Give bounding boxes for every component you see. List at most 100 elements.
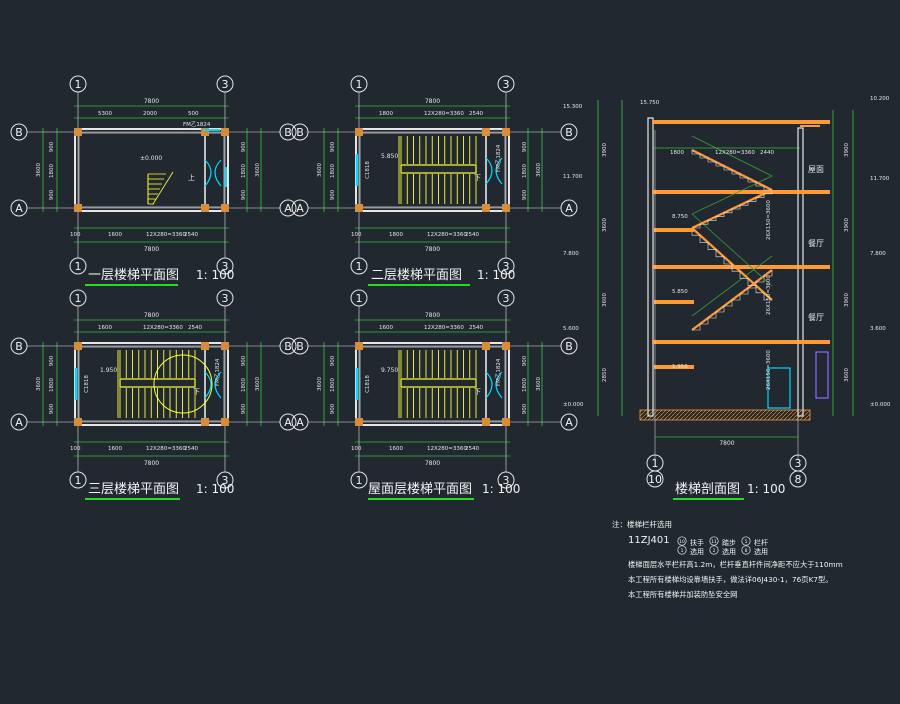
- stair-well: [400, 378, 477, 388]
- dim-bottom-total: 7800: [144, 460, 159, 467]
- dim-right: 1800: [241, 378, 247, 392]
- notes-line-2: 楼梯面层水平栏杆高1.2m，栏杆垂直杆件间净距不应大于110mm: [628, 560, 843, 569]
- dim-bottom: 2540: [184, 446, 198, 452]
- axis-bubble-left-a-circle: [291, 413, 309, 431]
- section-room-label: 餐厅: [808, 239, 824, 248]
- section-elevation-top: 15.750: [640, 100, 660, 106]
- column-2: [355, 204, 363, 212]
- notes-item-4: 选用: [722, 547, 736, 556]
- axis-bubble-top-1-circle: [69, 289, 87, 307]
- section-elevation-left: 7.800: [563, 251, 579, 257]
- notes-item-2: 选用: [690, 547, 704, 556]
- notes-line-3: 本工程所有楼梯均设靠墙扶手，做法详06J430-1，76页K7型。: [628, 575, 833, 584]
- axis-bubble-bottom-3-circle: [497, 257, 515, 275]
- dim-bottom: 1600: [108, 446, 122, 452]
- arrow-label: 下: [474, 174, 481, 182]
- dim-top-total: 7800: [425, 98, 440, 105]
- floor-slab-2: [652, 265, 830, 269]
- notes-item-1: 扶手: [690, 538, 704, 547]
- section-top-dim: 1800: [670, 150, 684, 156]
- column-0: [74, 128, 82, 136]
- foundation-slab: [639, 409, 811, 421]
- column-2: [74, 418, 82, 426]
- column-5: [482, 204, 490, 212]
- dim-left: 900: [49, 141, 55, 152]
- axis-bubble-left-b-circle: [10, 123, 28, 141]
- column-3: [502, 418, 510, 426]
- axis-bubble-left-a-circle: [291, 199, 309, 217]
- section-axis-bubble-3-label: 3: [795, 457, 802, 470]
- column-1: [502, 128, 510, 136]
- note-circle-number: 11: [711, 539, 717, 545]
- section-dim-right-label: 3900: [844, 143, 850, 157]
- dim-top: 12X280=3360: [143, 325, 183, 331]
- floor-slab-0: [652, 120, 830, 124]
- notes-item-3: 踏步: [722, 538, 736, 547]
- dim-right-total: 3600: [536, 377, 542, 391]
- dim-right: 900: [241, 189, 247, 200]
- landing-slab-2: [654, 365, 694, 369]
- dim-bottom: 2540: [465, 232, 479, 238]
- axis-bubble-left-b-label: B: [296, 126, 304, 139]
- section-dim-right-label: 3600: [844, 368, 850, 382]
- notes-item-5: 栏杆: [754, 538, 768, 547]
- dim-bottom: 12X280=3360: [427, 232, 467, 238]
- section-dim-right-label: 3900: [844, 293, 850, 307]
- axis-bubble-bottom-3-circle: [216, 257, 234, 275]
- plan-scale-2: 1: 100: [477, 268, 515, 282]
- dim-top: 2000: [143, 111, 157, 117]
- dim-bottom: 12X280=3360: [146, 446, 186, 452]
- axis-bubble-top-1-label: 1: [356, 78, 363, 91]
- door-swing: [485, 157, 493, 185]
- axis-bubble-right-b-circle: [560, 123, 578, 141]
- axis-bubble-bottom-1-circle: [69, 471, 87, 489]
- axis-bubble-bottom-1-label: 1: [75, 260, 82, 273]
- axis-bubble-left-b-label: B: [15, 126, 23, 139]
- dim-top: 12X280=3360: [424, 111, 464, 117]
- column-4: [482, 128, 490, 136]
- section-room-label: 餐厅: [808, 313, 824, 322]
- section-flight-dim: 26X150=3600: [766, 275, 772, 315]
- axis-bubble-right-b-label: B: [284, 340, 292, 353]
- door-swing: [214, 159, 222, 187]
- axis-bubble-right-b-label: B: [284, 126, 292, 139]
- dim-left-total: 3600: [36, 163, 42, 177]
- axis-bubble-top-1-circle: [350, 75, 368, 93]
- door-label: FM乙1824: [214, 358, 221, 386]
- dim-bottom-total: 7800: [144, 246, 159, 253]
- column-2: [355, 418, 363, 426]
- dim-left: 900: [330, 189, 336, 200]
- axis-bubble-left-a-label: A: [15, 202, 23, 215]
- dim-top: 1600: [379, 325, 393, 331]
- axis-bubble-top-3-label: 3: [503, 78, 510, 91]
- wall-inner-line: [78, 346, 225, 422]
- dim-top: 500: [188, 111, 199, 117]
- dim-left-total: 3600: [317, 163, 323, 177]
- dim-right: 900: [522, 141, 528, 152]
- section-elevation-left: ±0.000: [563, 402, 584, 408]
- section-elevation-right: ±0.000: [870, 402, 891, 408]
- section-flight-dim: 26X150=3600: [766, 350, 772, 390]
- dim-left: 900: [330, 355, 336, 366]
- note-circle-number: 8: [745, 548, 748, 554]
- door-swing: [214, 371, 222, 399]
- window-label: C1818: [84, 375, 90, 393]
- wall-inner-line: [359, 346, 506, 422]
- axis-bubble-top-3-label: 3: [222, 292, 229, 305]
- section-dim-bottom-label: 7800: [719, 440, 734, 447]
- plan-scale-3: 1: 100: [196, 482, 234, 496]
- column-5: [201, 418, 209, 426]
- handrail-3: [691, 135, 773, 177]
- door-swing: [204, 371, 212, 399]
- dim-bottom: 1800: [389, 232, 403, 238]
- section-room-label: 屋面: [808, 165, 824, 174]
- section-dim-right-label: 3900: [844, 218, 850, 232]
- dim-top: 12X280=3360: [424, 325, 464, 331]
- notes-line-4: 本工程所有楼梯井加装防坠安全网: [628, 590, 737, 599]
- axis-bubble-bottom-1-label: 1: [75, 474, 82, 487]
- dim-bottom: 12X280=3360: [427, 446, 467, 452]
- axis-bubble-top-3-circle: [497, 289, 515, 307]
